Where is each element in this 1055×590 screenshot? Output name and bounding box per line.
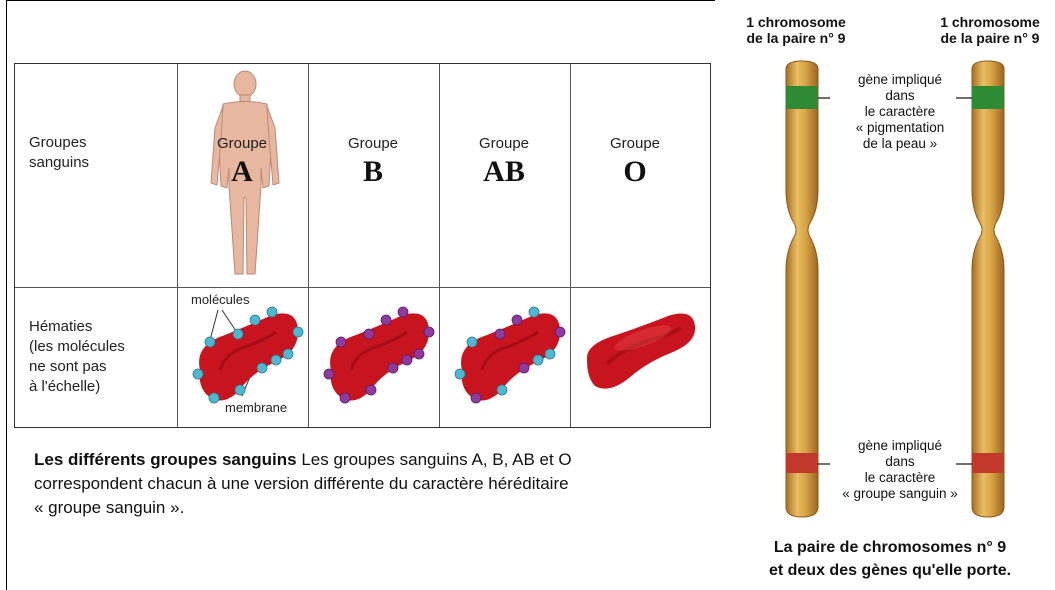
- row-label-line: (les molécules: [29, 337, 125, 357]
- chromosome-right-header: 1 chromosome de la paire n° 9: [925, 14, 1055, 46]
- row-label-line: sanguins: [29, 153, 89, 173]
- caption-line: et deux des gènes qu'elle porte.: [725, 559, 1055, 582]
- gene-label-line: le caractère: [830, 470, 970, 486]
- header-line: de la paire n° 9: [925, 30, 1055, 46]
- red-blood-cell-group-b: [311, 290, 441, 420]
- gene-label-line: « pigmentation: [830, 120, 970, 136]
- gene-label-line: de la peau »: [830, 136, 970, 152]
- header-line: de la paire n° 9: [731, 30, 861, 46]
- caption-text: « groupe sanguin ».: [34, 498, 184, 517]
- header-line: 1 chromosome: [731, 14, 861, 30]
- red-blood-cell-group-o: [573, 290, 703, 420]
- group-word: Groupe: [449, 135, 559, 152]
- gene-pigmentation-label: gène impliqué dans le caractère « pigmen…: [830, 72, 970, 152]
- frame-left-border: [6, 0, 7, 590]
- group-word: Groupe: [187, 135, 297, 152]
- chromosome-caption: La paire de chromosomes n° 9 et deux des…: [725, 536, 1055, 582]
- gene-blood-group-label: gène impliqué dans le caractère « groupe…: [830, 438, 970, 502]
- caption-text: Les groupes sanguins A, B, AB et O: [301, 450, 571, 469]
- table-divider: [177, 64, 178, 427]
- row-label-line: Hématies: [29, 317, 125, 337]
- group-letter-ab: AB: [449, 155, 559, 189]
- gene-label-line: gène impliqué: [830, 438, 970, 454]
- caption-title: Les différents groupes sanguins: [34, 450, 297, 469]
- gene-label-line: dans: [830, 88, 970, 104]
- row-label-line: ne sont pas: [29, 357, 125, 377]
- group-letter-b: B: [318, 155, 428, 189]
- gene-label-line: dans: [830, 454, 970, 470]
- chromosome-right: [972, 61, 1004, 517]
- header-line: 1 chromosome: [925, 14, 1055, 30]
- caption-text: correspondent chacun à une version diffé…: [34, 474, 569, 493]
- group-word: Groupe: [318, 135, 428, 152]
- gene-label-line: gène impliqué: [830, 72, 970, 88]
- caption-line: La paire de chromosomes n° 9: [725, 536, 1055, 559]
- table-row-divider: [15, 287, 710, 288]
- group-letter-a: A: [187, 155, 297, 189]
- figure-caption: Les différents groupes sanguins Les grou…: [34, 448, 694, 520]
- gene-label-line: le caractère: [830, 104, 970, 120]
- row-label-line: à l'échelle): [29, 377, 125, 397]
- red-blood-cell-group-a: [180, 290, 310, 420]
- row-label-line: Groupes: [29, 133, 89, 153]
- chromosome-left-header: 1 chromosome de la paire n° 9: [731, 14, 861, 46]
- group-word: Groupe: [580, 135, 690, 152]
- row-label-groups: Groupes sanguins: [29, 133, 89, 173]
- gene-label-line: « groupe sanguin »: [830, 486, 970, 502]
- group-letter-o: O: [580, 155, 690, 189]
- red-blood-cell-group-ab: [442, 290, 572, 420]
- frame-top-border: [6, 0, 715, 1]
- row-label-red-cells: Hématies (les molécules ne sont pas à l'…: [29, 317, 125, 397]
- blood-group-table: Groupes sanguins Groupe A Groupe B Group…: [14, 63, 711, 428]
- chromosome-left: [786, 61, 818, 517]
